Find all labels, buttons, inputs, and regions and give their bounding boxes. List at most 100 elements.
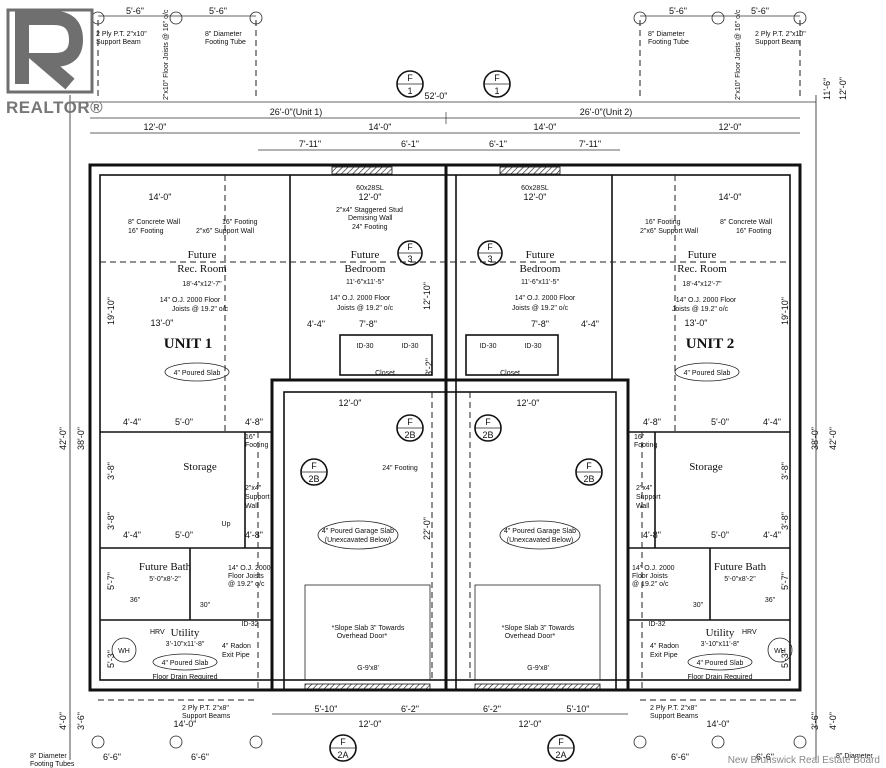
footing-tube-tl-1: 8" Diameter [205, 31, 242, 38]
door-id30-u1b: ID-30 [401, 343, 418, 350]
utility-size-u2: 3'-10"x11'-8" [701, 641, 740, 648]
svg-text:3: 3 [407, 254, 412, 264]
dim-top-12-right: 12'-0" [719, 122, 742, 132]
door-id30-u2b: ID-30 [524, 343, 541, 350]
svg-text:1: 1 [407, 86, 412, 96]
slab-u2: 4" Poured Slab [684, 370, 731, 377]
support-wall-u2: 2"x6" Support Wall [640, 228, 698, 235]
dim-unit1-width: 26'-0"(Unit 1) [270, 107, 322, 117]
dim-5-10-r: 5'-10" [567, 704, 590, 714]
deck-joists-right: 2"x10" Floor Joists @ 16" o/c [735, 9, 742, 100]
utility-u2: Utility [706, 627, 735, 639]
dim-6-6-bl2: 6'-6" [191, 752, 209, 762]
dim-6-2-r: 6'-2" [483, 704, 501, 714]
top-dimensions: 52'-0" 26'-0"(Unit 1) 26'-0"(Unit 2) 12'… [69, 91, 817, 760]
footing-tubes-bl-2: Footing Tubes [30, 761, 75, 768]
svg-text:F: F [558, 737, 564, 747]
dim-3-8-r2: 3'-8" [780, 512, 790, 530]
dim-12-0-right-top: 12'-0" [838, 77, 848, 100]
bedroom-title-u1: Bedroom [345, 263, 386, 275]
svg-text:F: F [340, 737, 346, 747]
svg-text:F: F [311, 461, 317, 471]
hrv-u1: HRV [150, 629, 165, 636]
dim-5-6-tr1: 5'-6" [669, 6, 687, 16]
door36-u1: 36" [130, 597, 141, 604]
section-marker-1-left: F 1 [396, 70, 424, 98]
support-beams-br-1: 2 Ply P.T. 2"x8" [650, 705, 697, 712]
footing16b-u2: 16" Footing [736, 228, 772, 235]
svg-text:F: F [485, 417, 491, 427]
support-beam-tl-2: Support Beam [96, 39, 141, 46]
support-beams-bl-1: 2 Ply P.T. 2"x8" [182, 705, 229, 712]
slope2-u1: Overhead Door* [337, 633, 388, 640]
dim-4-0-r: 4'-0" [828, 712, 838, 730]
door-id30-u1a: ID-30 [356, 343, 373, 350]
section-marker-2a-left: F 2A [329, 734, 357, 762]
bath-size-u1: 5'-0"x8'-2" [149, 576, 181, 583]
dim-3-6-r: 3'-6" [810, 712, 820, 730]
bed-joists2-u1: Joists @ 19.2" o/c [337, 305, 394, 312]
dim-top-14-left: 14'-0" [369, 122, 392, 132]
dim-19-10-left: 19'-10" [106, 297, 116, 325]
dim-top-14-right: 14'-0" [534, 122, 557, 132]
dim-5-6-tr2: 5'-6" [751, 6, 769, 16]
garage-slab2-u1: (Unexcavated Below) [325, 537, 392, 544]
svg-text:2A: 2A [555, 750, 566, 760]
dim-7-8-r: 7'-8" [531, 319, 549, 329]
dim-7-11-left: 7'-11" [299, 139, 321, 149]
slab-util-u2: 4" Poured Slab [697, 660, 744, 667]
footing-tubes-bl-1: 8" Diameter [30, 753, 67, 760]
realtor-logo: REALTOR® [2, 2, 103, 122]
svg-text:F: F [494, 73, 500, 83]
svg-text:2B: 2B [583, 474, 594, 484]
door-id30-u2a: ID-30 [479, 343, 496, 350]
section-markers: F 1 F 1 F 3 F 3 F 2B [300, 70, 603, 762]
dim-6-1-left: 6'-1" [401, 139, 419, 149]
deck-joists-left: 2"x10" Floor Joists @ 16" o/c [163, 9, 170, 100]
support-beam-tr-1: 2 Ply P.T. 2"x10" [755, 31, 806, 38]
dim-3-8-r1: 3'-8" [780, 462, 790, 480]
dim-4-4-l: 4'-4" [307, 319, 325, 329]
garage-labels: 24" Footing 4" Poured Garage Slab (Unexc… [317, 465, 581, 672]
dim-4-8-st-l: 4'-8" [245, 417, 263, 427]
support-wall-u1: 2"x6" Support Wall [196, 228, 254, 235]
dim-5-7-r: 5'-7" [780, 572, 790, 590]
bedroom-future-u1: Future [351, 249, 380, 261]
dim-3-2: 3'-2" [424, 358, 434, 376]
bedroom-size-u1: 11'-6"x11'-5" [346, 279, 385, 286]
svg-text:F: F [407, 242, 413, 252]
rec-joists1-u1: 14" O.J. 2000 Floor [160, 297, 221, 304]
dim-4-4-st-l: 4'-4" [123, 417, 141, 427]
oj2000a-u1: 14" O.J. 2000 [228, 565, 271, 572]
svg-text:2A: 2A [337, 750, 348, 760]
rec-room-size-u2: 18'-4"x12'-7" [682, 281, 722, 288]
dim-38-0-right: 38'-0" [810, 427, 820, 450]
dim-6-1-right: 6'-1" [489, 139, 507, 149]
support-beam-tr-2: Support Beam [755, 39, 800, 46]
rec-room-future-u1: Future [188, 249, 217, 261]
dim-4-4-br: 4'-4" [763, 530, 781, 540]
dim-5-0-st-r: 5'-0" [711, 417, 729, 427]
dim-5-0-br: 5'-0" [711, 530, 729, 540]
dim-7-11-right: 7'-11" [579, 139, 601, 149]
footing-tube-tr-2: Footing Tube [648, 39, 689, 46]
dim-42-0-right: 42'-0" [828, 427, 838, 450]
dim-6-6-bl1: 6'-6" [103, 752, 121, 762]
footing-tubes-br-1: 8" Diameter [836, 753, 873, 760]
storage-u2: Storage [689, 461, 723, 473]
support-2x4-u1a: 2"x4" [245, 485, 262, 492]
bed-joists1-u2: 14" O.J. 2000 Floor [515, 295, 576, 302]
radon2-u2: Exit Pipe [650, 652, 678, 659]
footing16-st-u1b: Footing [245, 442, 268, 449]
dim-6-2-l: 6'-2" [401, 704, 419, 714]
bottom-area: 5'-10" 6'-2" 6'-2" 5'-10" 12'-0" 12'-0" … [30, 699, 873, 768]
garage-door-u2: G-9'x8' [527, 665, 549, 672]
dim-11-6-right: 11'-6" [822, 78, 832, 100]
dim-12-0-gl: 12'-0" [339, 398, 362, 408]
dim-overall-width: 52'-0" [425, 91, 448, 101]
garage-slab1-u2: 4" Poured Garage Slab [504, 528, 576, 535]
dim-5-3-l: 5'-3" [106, 650, 116, 668]
rec-room-title-u1: Rec. Room [177, 263, 227, 275]
footing-lines [100, 175, 790, 690]
